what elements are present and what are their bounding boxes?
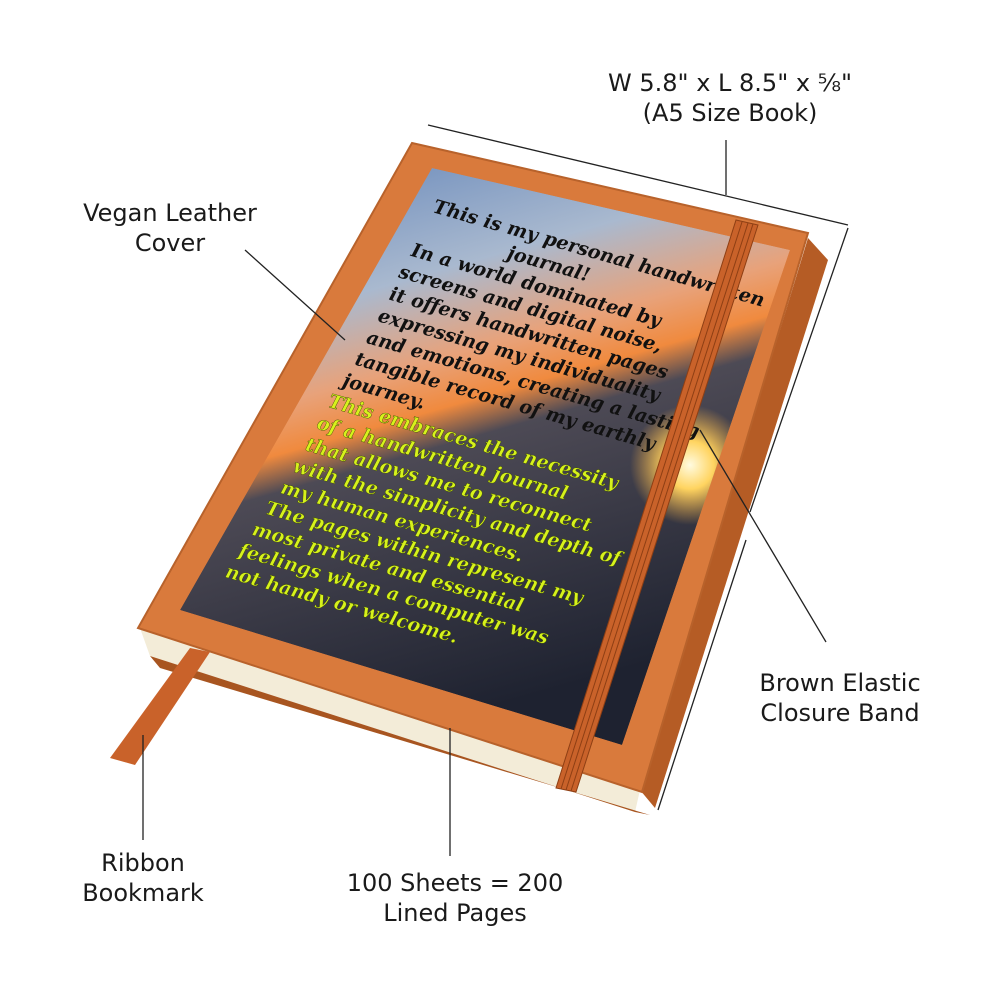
cover-label-line1: Vegan Leather [83,199,257,227]
page-block [140,628,640,812]
leader-lines [142,249,827,856]
back-cover [640,238,828,808]
dimensions-label: W 5.8" x L 8.5" x ⅝" (A5 Size Book) [600,68,860,128]
ribbon-label-line1: Ribbon [101,849,185,877]
pages-label: 100 Sheets = 200 Lined Pages [330,868,580,928]
pages-label-line2: Lined Pages [383,899,527,927]
ribbon-label-line2: Bookmark [82,879,204,907]
band-label-line1: Brown Elastic [759,669,921,697]
cover-text-yellow: This embraces the necessity of a handwri… [223,390,626,649]
ribbon-bookmark [110,648,210,765]
band-label: Brown Elastic Closure Band [740,668,940,728]
ribbon-label: Ribbon Bookmark [63,848,223,908]
cover-label-line2: Cover [134,229,206,257]
pages-label-line1: 100 Sheets = 200 [346,869,564,897]
band-label-line2: Closure Band [760,699,920,727]
dimension-lines [427,124,849,811]
dimensions-subtext: (A5 Size Book) [642,99,818,127]
cover-text-black: This is my personal handwritten journal!… [336,196,767,456]
cover-label: Vegan Leather Cover [60,198,280,258]
dimensions-text: W 5.8" x L 8.5" x ⅝" [608,69,852,97]
